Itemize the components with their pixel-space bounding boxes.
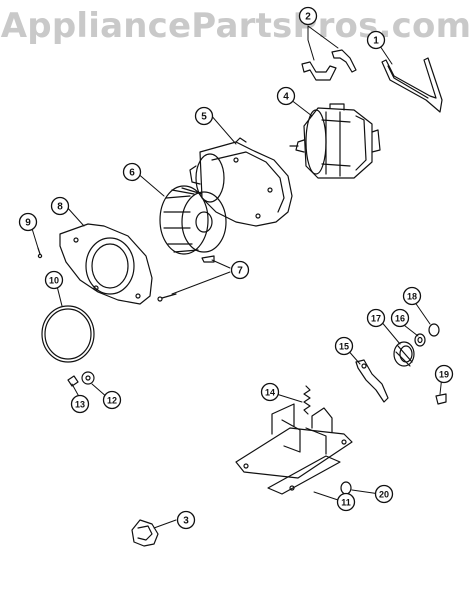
callout-label: 11 — [341, 498, 351, 508]
callout-2: 2 — [298, 6, 318, 26]
spring-part — [303, 385, 311, 415]
drive-motor-part — [289, 103, 381, 179]
callout-circle — [276, 86, 296, 106]
callout-circle — [122, 162, 142, 182]
callout-label: 15 — [339, 342, 349, 352]
callout-15: 15 — [334, 336, 354, 356]
pulley-nut-part — [428, 323, 440, 337]
callout-circle — [194, 106, 214, 126]
callout-label: 1 — [373, 36, 379, 47]
callout-label: 17 — [371, 314, 381, 324]
callout-label: 9 — [25, 218, 31, 229]
washer-part — [414, 333, 426, 347]
nut-part — [81, 371, 95, 385]
drive-belt-part — [381, 57, 443, 113]
callout-7: 7 — [230, 260, 250, 280]
callout-1: 1 — [366, 30, 386, 50]
callout-circle — [176, 510, 196, 530]
blower-wheel-part — [159, 185, 227, 255]
callout-17: 17 — [366, 308, 386, 328]
callout-circle — [102, 390, 122, 410]
callout-label: 2 — [305, 12, 311, 23]
callout-label: 13 — [75, 400, 85, 410]
callout-12: 12 — [102, 390, 122, 410]
motor-base-part — [235, 403, 353, 495]
callout-label: 4 — [283, 92, 289, 103]
callout-3: 3 — [176, 510, 196, 530]
callout-circle — [402, 286, 422, 306]
base-nut-part — [340, 481, 352, 495]
callout-label: 16 — [395, 314, 405, 324]
callout-circle — [336, 492, 356, 512]
callout-10: 10 — [44, 270, 64, 290]
callout-20: 20 — [374, 484, 394, 504]
callout-circle — [334, 336, 354, 356]
callout-label: 12 — [107, 396, 117, 406]
callout-circle — [70, 394, 90, 414]
blower-cover-part — [59, 223, 153, 305]
callout-circle — [366, 308, 386, 328]
callout-circle — [44, 270, 64, 290]
callout-circle — [298, 6, 318, 26]
callout-16: 16 — [390, 308, 410, 328]
callout-13: 13 — [70, 394, 90, 414]
callout-label: 18 — [407, 292, 417, 302]
callout-circle — [230, 260, 250, 280]
callout-circle — [434, 364, 454, 384]
screw-part — [157, 255, 215, 302]
callout-14: 14 — [260, 382, 280, 402]
callout-9: 9 — [18, 212, 38, 232]
callout-5: 5 — [194, 106, 214, 126]
callout-label: 19 — [439, 370, 449, 380]
hose-clamp-part — [131, 519, 159, 547]
small-screw-part — [37, 247, 43, 259]
callout-label: 20 — [379, 490, 389, 500]
callout-circle — [50, 196, 70, 216]
idler-arm-part — [355, 359, 389, 403]
callout-label: 10 — [49, 276, 59, 286]
callout-label: 3 — [183, 516, 189, 527]
callout-4: 4 — [276, 86, 296, 106]
callout-circle — [374, 484, 394, 504]
watermark-text: AppliancePartsPros.com — [0, 6, 472, 46]
callout-8: 8 — [50, 196, 70, 216]
callout-circle — [390, 308, 410, 328]
callout-label: 7 — [237, 266, 243, 277]
callout-6: 6 — [122, 162, 142, 182]
callout-11: 11 — [336, 492, 356, 512]
callout-label: 5 — [201, 112, 207, 123]
callout-label: 14 — [265, 388, 275, 398]
callout-label: 6 — [129, 168, 135, 179]
callout-18: 18 — [402, 286, 422, 306]
motor-clip-part — [301, 49, 357, 81]
gasket-ring-part — [41, 305, 95, 363]
idler-pulley-part — [393, 341, 415, 367]
blower-housing-part — [189, 137, 293, 227]
callout-19: 19 — [434, 364, 454, 384]
callout-label: 8 — [57, 202, 63, 213]
clip-part — [67, 375, 79, 387]
callout-circle — [260, 382, 280, 402]
callout-circle — [366, 30, 386, 50]
bolt-part — [435, 393, 447, 405]
callout-circle — [18, 212, 38, 232]
